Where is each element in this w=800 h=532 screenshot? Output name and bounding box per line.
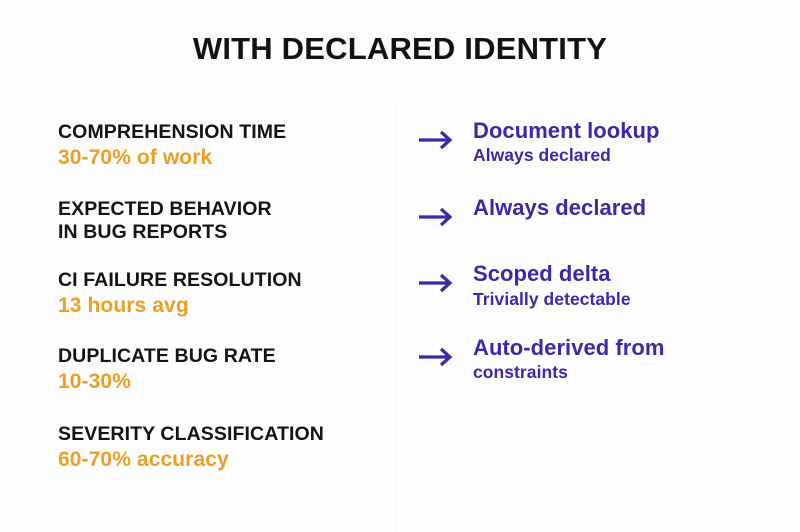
outcome-subtext: Trivially detectable <box>473 288 631 309</box>
outcome-text: Always declared <box>465 195 792 221</box>
outcome-text: Document lookup Always declared <box>465 118 792 166</box>
metric-value: 13 hours avg <box>58 294 189 318</box>
metric-item: DUPLICATE BUG RATE 10-30% <box>58 345 388 394</box>
metric-label-line2: IN BUG REPORTS <box>58 221 228 244</box>
arrow-right-icon <box>417 195 465 228</box>
arrow-right-icon <box>417 335 465 368</box>
left-metrics-column: COMPREHENSION TIME 30-70% of work EXPECT… <box>58 121 388 472</box>
outcome-subtext: constraints <box>473 362 568 383</box>
metric-label: SEVERITY CLASSIFICATION <box>58 422 324 445</box>
outcome-item: Scoped delta Trivially detectable <box>417 261 792 309</box>
outcome-headline: Auto-derived from <box>473 334 665 360</box>
metric-item: EXPECTED BEHAVIOR IN BUG REPORTS <box>58 198 388 244</box>
outcome-item: Document lookup Always declared <box>417 118 792 166</box>
arrow-right-icon <box>417 261 465 294</box>
right-outcomes-column: Document lookup Always declared Always d… <box>417 118 792 383</box>
column-divider <box>394 104 397 532</box>
metric-label: DUPLICATE BUG RATE <box>58 345 276 368</box>
metric-item: COMPREHENSION TIME 30-70% of work <box>58 121 388 170</box>
arrow-right-icon <box>417 118 465 151</box>
outcome-subtext: Always declared <box>473 145 611 166</box>
metric-item: CI FAILURE RESOLUTION 13 hours avg <box>58 269 388 318</box>
outcome-headline: Document lookup <box>473 118 660 143</box>
metric-value: 30-70% of work <box>58 146 213 169</box>
metric-label: COMPREHENSION TIME <box>58 121 287 143</box>
outcome-text: Scoped delta Trivially detectable <box>465 261 792 309</box>
metric-value: 60-70% accuracy <box>58 447 229 471</box>
metric-label-line1: EXPECTED BEHAVIOR <box>58 198 272 221</box>
outcome-headline: Always declared <box>473 195 647 221</box>
outcome-headline: Scoped delta <box>473 261 611 287</box>
outcome-item: Always declared <box>417 195 792 228</box>
outcome-text: Auto-derived from constraints <box>465 335 792 383</box>
metric-value: 10-30% <box>58 370 131 394</box>
outcome-item: Auto-derived from constraints <box>417 335 792 383</box>
metric-item: SEVERITY CLASSIFICATION 60-70% accuracy <box>58 423 388 472</box>
page-title: WITH DECLARED IDENTITY <box>192 31 608 66</box>
metric-label: CI FAILURE RESOLUTION <box>58 269 302 292</box>
